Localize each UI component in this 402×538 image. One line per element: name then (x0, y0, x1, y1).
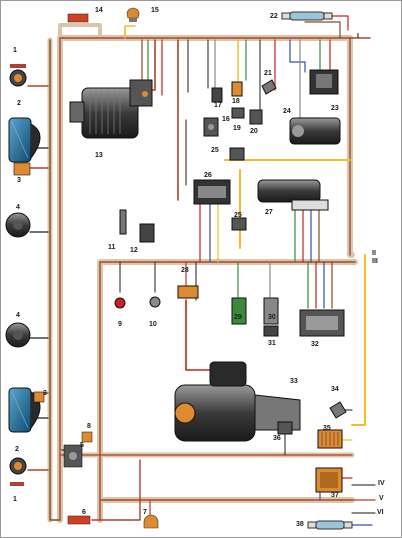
component-label-10: 10 (149, 321, 157, 328)
connector-label-VI: VI (377, 509, 384, 516)
component-12-switch (139, 223, 155, 243)
component-label-11: 11 (108, 244, 116, 251)
connector-label-II: II (372, 250, 376, 257)
component-37-relay-block (315, 467, 343, 493)
component-1-front-lamp-top (9, 64, 27, 87)
component-label-18: 18 (232, 98, 240, 105)
component-label-38: 38 (296, 521, 304, 528)
component-28-connector (177, 285, 199, 299)
component-label-22: 22 (270, 13, 278, 20)
component-27-coil (257, 179, 329, 211)
component-34-switch (329, 401, 347, 419)
component-label-26: 26 (204, 172, 212, 179)
component-25-sensor-bottom (231, 217, 247, 231)
component-36-sensor (277, 421, 293, 435)
component-10-bulb (149, 296, 161, 308)
component-32-controller (299, 309, 345, 337)
component-label-33: 33 (290, 378, 298, 385)
component-label-25a: 25 (211, 147, 219, 154)
component-16-sensor (203, 117, 219, 137)
component-label-31: 31 (268, 340, 276, 347)
component-25-sensor-top (229, 147, 245, 161)
component-8-lamp (81, 431, 93, 443)
component-label-3a: 3 (17, 177, 21, 184)
component-33-starter (174, 361, 301, 442)
component-26-ignition-switch (193, 179, 231, 205)
component-label-30: 30 (268, 314, 276, 321)
component-label-15: 15 (151, 7, 159, 14)
component-label-4a: 4 (16, 204, 20, 211)
component-31-lamp (263, 325, 279, 337)
component-13-alternator (69, 79, 153, 139)
component-label-34: 34 (331, 386, 339, 393)
component-4-horn-bottom (5, 322, 31, 348)
component-3-sidelight-bottom (33, 391, 45, 403)
component-label-36: 36 (273, 435, 281, 442)
component-label-24: 24 (283, 108, 291, 115)
component-6-connector (67, 515, 91, 525)
component-35-fuse-block (317, 429, 343, 449)
component-20-sensor (249, 109, 263, 125)
component-label-9: 9 (118, 321, 122, 328)
component-label-19: 19 (233, 125, 241, 132)
component-3-sidelight-top (13, 162, 31, 176)
component-label-2b: 2 (15, 446, 19, 453)
component-7-lamp (143, 514, 159, 529)
component-19-sensor (231, 107, 245, 119)
component-18-sensor (231, 81, 243, 97)
component-2-headlamp-bottom (8, 387, 41, 433)
component-label-4b: 4 (16, 312, 20, 319)
component-label-13: 13 (95, 152, 103, 159)
component-label-5: 5 (80, 442, 84, 449)
component-label-16: 16 (222, 116, 230, 123)
component-label-14: 14 (95, 7, 103, 14)
component-label-25b: 25 (234, 212, 242, 219)
component-label-7: 7 (143, 509, 147, 516)
component-label-3b: 3 (43, 390, 47, 397)
component-label-2a: 2 (17, 100, 21, 107)
component-2-headlamp-top (8, 117, 41, 163)
component-label-27: 27 (265, 209, 273, 216)
connector-label-III: III (372, 258, 378, 265)
component-21-switch (261, 79, 277, 95)
connector-label-I: I (357, 33, 359, 40)
component-label-12: 12 (130, 247, 138, 254)
component-label-8: 8 (87, 423, 91, 430)
component-15-lamp (126, 7, 140, 22)
component-label-6: 6 (82, 509, 86, 516)
component-label-37: 37 (331, 492, 339, 499)
connector-label-IV: IV (378, 480, 385, 487)
component-label-35: 35 (323, 425, 331, 432)
component-label-28: 28 (181, 267, 189, 274)
component-29-lamp (231, 297, 247, 325)
component-label-1b: 1 (13, 496, 17, 503)
component-11-spark-plug (119, 209, 127, 235)
component-label-23: 23 (331, 105, 339, 112)
component-24-motor (289, 117, 341, 145)
component-5-sensor (63, 444, 83, 468)
component-label-29: 29 (234, 314, 242, 321)
component-30-lamp (263, 297, 279, 325)
component-label-20: 20 (250, 128, 258, 135)
component-label-1a: 1 (13, 47, 17, 54)
component-label-21: 21 (264, 70, 272, 77)
component-label-17: 17 (214, 102, 222, 109)
wire-harness (25, 15, 376, 526)
component-label-32: 32 (311, 341, 319, 348)
component-4-horn-top (5, 212, 31, 238)
component-23-relay (309, 69, 339, 95)
component-1-front-lamp-bottom (9, 457, 27, 486)
component-38-fuse (307, 520, 353, 530)
connector-label-V: V (379, 495, 384, 502)
component-9-bulb (114, 297, 126, 309)
component-14-connector (67, 13, 89, 23)
component-22-fuse (281, 11, 333, 21)
component-17-sensor (211, 87, 223, 103)
